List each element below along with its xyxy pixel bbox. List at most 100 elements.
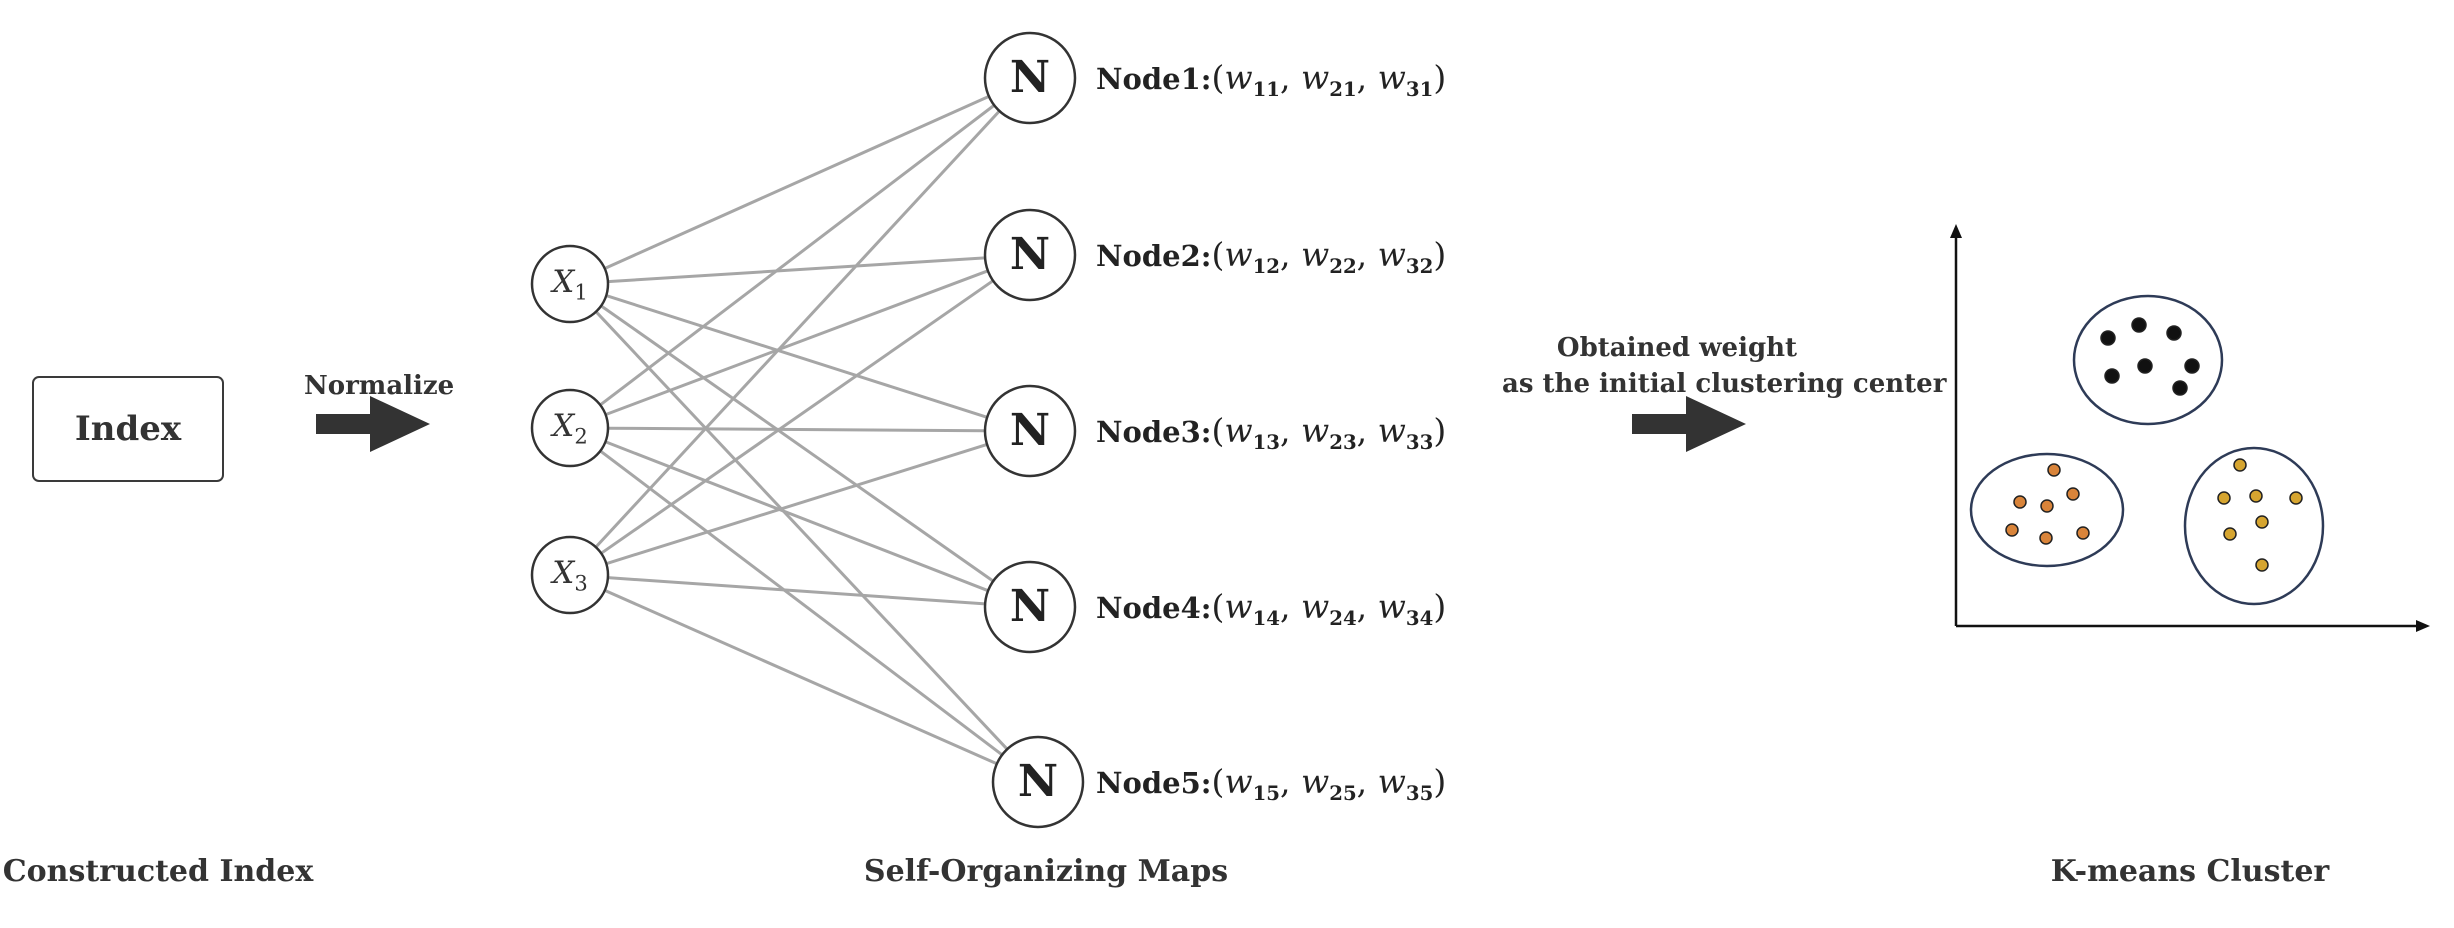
cluster-ellipse	[2072, 294, 2224, 426]
connection-line	[605, 443, 988, 566]
paren: )	[1433, 235, 1447, 274]
weight-symbol: w	[1301, 235, 1330, 274]
som-node-circle	[983, 208, 1077, 302]
caption-som: Self-Organizing Maps	[863, 854, 1229, 889]
connection-line	[604, 588, 998, 766]
input-label: X2	[520, 406, 620, 456]
weight-symbol: w	[1224, 411, 1253, 450]
cluster-ellipse	[1969, 452, 2125, 568]
connection-line	[607, 256, 986, 284]
cluster-point	[2223, 527, 2237, 541]
connection-line	[605, 269, 989, 417]
cluster-point	[2255, 558, 2269, 572]
connection-line	[599, 104, 996, 407]
comma: ,	[1356, 587, 1378, 626]
cluster-point	[2289, 491, 2303, 505]
node-glyph: N	[1009, 581, 1051, 632]
cluster-point	[2217, 491, 2231, 505]
node-glyph: N	[1009, 405, 1051, 456]
node-glyph: N	[1017, 756, 1059, 807]
weight-symbol: w	[1377, 411, 1406, 450]
comma: ,	[1280, 587, 1301, 626]
weight-symbol: w	[1301, 762, 1330, 801]
cluster-point	[2184, 358, 2200, 374]
cluster-point	[2100, 330, 2116, 346]
connection-line	[605, 294, 988, 419]
weight-subscript: 32	[1405, 253, 1434, 278]
weight-subscript: 34	[1405, 605, 1434, 630]
cluster-point	[2249, 489, 2263, 503]
input-node-circle	[530, 244, 610, 324]
input-layer	[530, 244, 610, 615]
kmeans-axes	[1950, 224, 2430, 632]
paren: (	[1211, 411, 1225, 450]
comma: ,	[1356, 762, 1378, 801]
y-axis-arrowhead-icon	[1950, 224, 1962, 238]
input-node-circle	[530, 535, 610, 615]
index-label: Index	[74, 409, 182, 449]
weight-symbol: w	[1377, 587, 1406, 626]
comma: ,	[1356, 235, 1378, 274]
weight-note: Obtained weight as the initial clusterin…	[1502, 330, 1947, 402]
input-variable: X	[552, 264, 575, 300]
node-glyph: N	[1009, 229, 1051, 280]
som-node-circle	[983, 31, 1077, 125]
cluster-point	[2076, 526, 2090, 540]
weight-symbol: w	[1377, 58, 1406, 97]
weight-subscript: 15	[1252, 780, 1281, 805]
connection-line	[594, 110, 1001, 549]
cluster-point	[2104, 368, 2120, 384]
cluster-point	[2039, 531, 2053, 545]
cluster-point	[2255, 515, 2269, 529]
node-name: Node5:	[1096, 766, 1212, 800]
paren: )	[1433, 587, 1447, 626]
node-layer	[983, 31, 1085, 829]
node-label: Node3:(w13, w23, w33)	[1096, 409, 1446, 464]
connection-lines	[594, 95, 1009, 766]
cluster-point	[2005, 523, 2019, 537]
node-label: Node4:(w14, w24, w34)	[1096, 585, 1446, 640]
paren: (	[1211, 58, 1225, 97]
comma: ,	[1280, 235, 1301, 274]
weight-subscript: 31	[1405, 76, 1434, 101]
paren: )	[1433, 411, 1447, 450]
input-label: X3	[520, 553, 620, 603]
connection-line	[600, 304, 995, 583]
node-label: Node2:(w12, w22, w32)	[1096, 233, 1446, 288]
weight-symbol: w	[1301, 411, 1330, 450]
cluster-point	[2066, 487, 2080, 501]
weight-subscript: 11	[1252, 76, 1281, 101]
weight-note-line2: as the initial clustering center	[1502, 369, 1947, 399]
cluster-point	[2233, 458, 2247, 472]
weight-symbol: w	[1224, 235, 1253, 274]
weight-arrow-icon	[1632, 396, 1746, 452]
node-label: Node5:(w15, w25, w35)	[1096, 760, 1446, 815]
paren: (	[1211, 235, 1225, 274]
comma: ,	[1280, 58, 1301, 97]
cluster-ellipse	[2183, 446, 2325, 606]
weight-note-line1: Obtained weight	[1556, 333, 1798, 363]
weight-symbol: w	[1224, 58, 1253, 97]
connection-line	[607, 576, 986, 606]
weight-symbol: w	[1301, 58, 1330, 97]
weight-symbol: w	[1224, 762, 1253, 801]
input-subscript: 3	[574, 570, 588, 596]
connection-line	[600, 279, 994, 555]
weight-subscript: 12	[1252, 253, 1281, 278]
normalize-label: Normalize	[304, 371, 455, 401]
node-name: Node3:	[1096, 415, 1212, 449]
comma: ,	[1280, 762, 1301, 801]
connection-line	[594, 310, 1009, 751]
connection-line	[607, 426, 986, 433]
weight-subscript: 25	[1329, 780, 1357, 805]
cluster-point	[2172, 380, 2188, 396]
weight-subscript: 24	[1329, 605, 1357, 630]
som-node-circle	[991, 735, 1085, 829]
cluster-point	[2040, 499, 2054, 513]
comma: ,	[1356, 58, 1378, 97]
weight-subscript: 23	[1329, 429, 1357, 454]
cluster-point	[2131, 317, 2147, 333]
input-node-circle	[530, 388, 610, 468]
cluster-point	[2013, 495, 2027, 509]
